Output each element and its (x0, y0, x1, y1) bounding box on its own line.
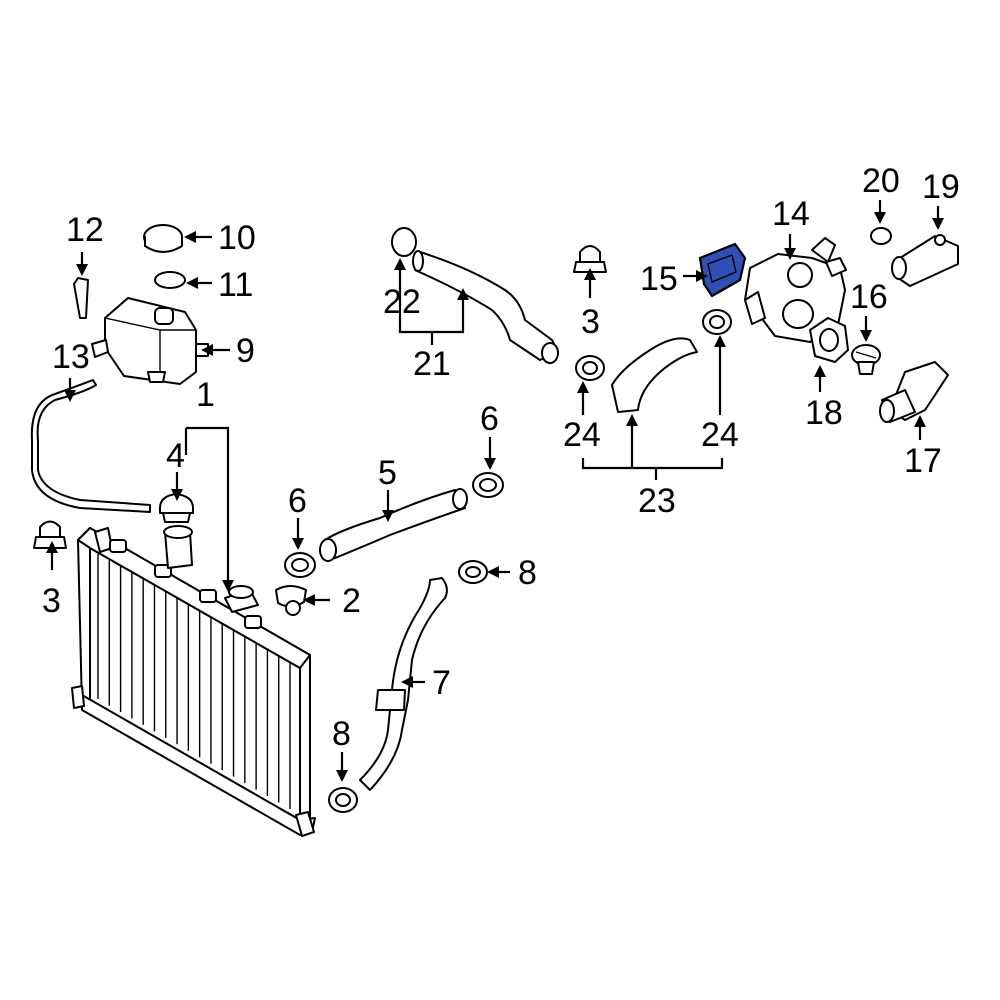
outlet-fitting[interactable] (891, 234, 959, 287)
callout-10: 10 (218, 219, 256, 257)
leader-lines (46, 200, 944, 782)
drain-plug[interactable] (275, 585, 307, 616)
reservoir-cap[interactable] (143, 224, 183, 253)
lower-radiator-hose[interactable] (359, 577, 448, 791)
hose-clamp-8-lower[interactable] (328, 787, 358, 813)
o-ring[interactable] (154, 271, 186, 289)
callout-6-left: 6 (288, 482, 307, 520)
thermostat[interactable] (851, 344, 881, 375)
coolant-reservoir[interactable] (91, 297, 209, 385)
callout-22: 22 (383, 283, 421, 321)
callout-1: 1 (196, 376, 215, 414)
callout-4: 4 (166, 437, 185, 475)
callout-2: 2 (342, 582, 361, 620)
callout-16: 16 (850, 278, 888, 316)
upper-radiator-hose[interactable] (319, 488, 468, 562)
hose-clamp-6-left[interactable] (284, 552, 316, 578)
callout-23: 23 (638, 482, 676, 520)
callout-20: 20 (862, 162, 900, 200)
callout-labels: 1 2 3 3 4 5 6 6 7 8 8 9 10 11 12 13 14 1… (42, 162, 960, 753)
callout-5: 5 (378, 454, 397, 492)
callout-19: 19 (922, 168, 960, 206)
overflow-hose[interactable] (30, 379, 151, 513)
callout-17: 17 (904, 442, 942, 480)
callout-9: 9 (236, 332, 255, 370)
radiator[interactable] (71, 525, 316, 837)
callout-24-right: 24 (701, 416, 739, 454)
callout-18: 18 (805, 394, 843, 432)
gasket-highlighted[interactable] (698, 242, 747, 298)
hose-clamp-6-right[interactable] (472, 472, 504, 498)
bypass-hose[interactable] (611, 337, 698, 413)
callout-12: 12 (66, 211, 104, 249)
hose-clamp-24-right[interactable] (702, 309, 732, 335)
thermostat-housing[interactable] (879, 361, 949, 423)
callout-3-right: 3 (581, 303, 600, 341)
callout-8-upper: 8 (518, 554, 537, 592)
callout-7: 7 (432, 664, 451, 702)
water-outlet-housing[interactable] (744, 237, 847, 343)
bracket[interactable] (73, 277, 89, 319)
o-ring-pipe[interactable] (391, 227, 417, 257)
callout-13: 13 (52, 338, 90, 376)
callout-15: 15 (640, 260, 678, 298)
callout-24-left: 24 (563, 416, 601, 454)
callout-3-left: 3 (42, 582, 61, 620)
mount-bushing-left[interactable] (33, 520, 67, 549)
callout-11: 11 (218, 266, 253, 304)
mount-bushing-right[interactable] (573, 245, 607, 273)
hose-clamp-24-left[interactable] (575, 355, 605, 381)
callout-6-right: 6 (480, 400, 499, 438)
callout-8-lower: 8 (332, 715, 351, 753)
hose-clamp-8-upper[interactable] (458, 560, 488, 584)
callout-14: 14 (772, 195, 810, 233)
o-ring-fitting[interactable] (870, 227, 892, 245)
thermostat-gasket[interactable] (809, 317, 849, 363)
callout-21: 21 (413, 345, 451, 383)
